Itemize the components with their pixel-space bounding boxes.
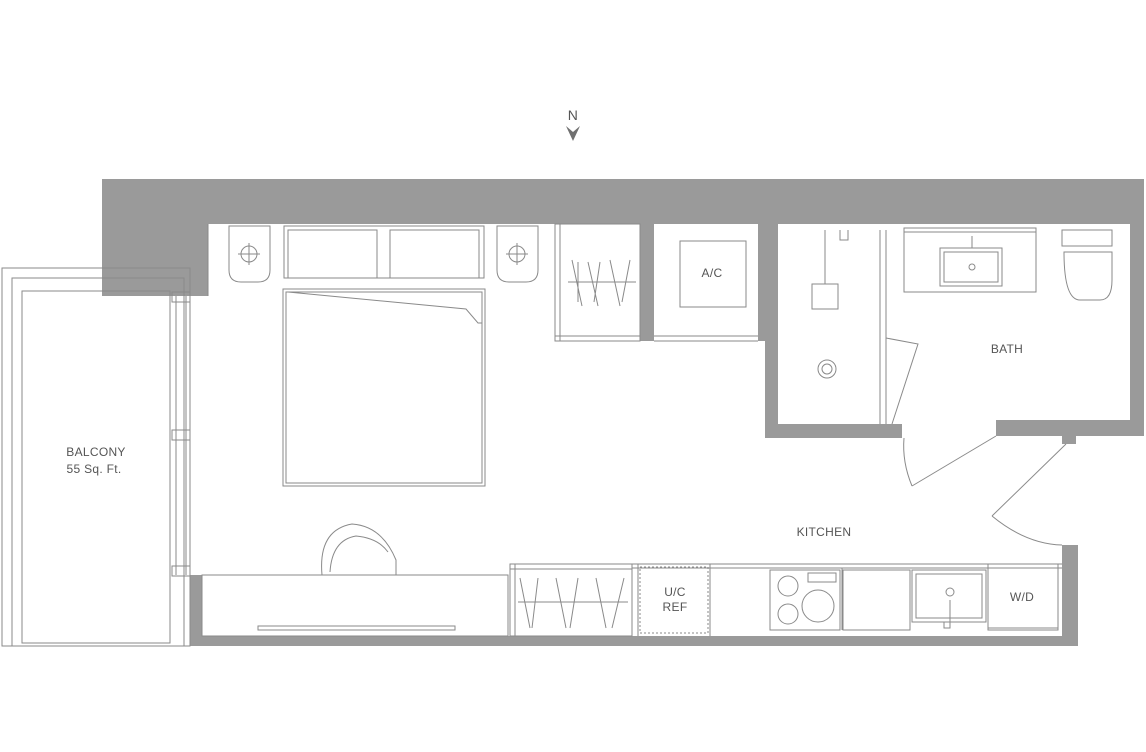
lamp-icon bbox=[238, 243, 260, 265]
fridge-label-1: U/C bbox=[664, 585, 686, 599]
ac-label: A/C bbox=[702, 266, 723, 280]
washer-dryer-label: W/D bbox=[1010, 590, 1034, 604]
desk bbox=[201, 523, 509, 637]
cooktop-icon bbox=[769, 569, 841, 631]
nightstand-left bbox=[228, 225, 271, 283]
sink-icon bbox=[939, 236, 1003, 287]
bed bbox=[282, 225, 486, 487]
toilet-icon bbox=[1061, 229, 1113, 301]
chair-icon bbox=[321, 523, 397, 576]
shower bbox=[811, 230, 919, 425]
entry-door bbox=[991, 443, 1067, 546]
kitchen-label: KITCHEN bbox=[797, 525, 852, 539]
sink-icon bbox=[911, 569, 987, 629]
fridge-label-2: REF bbox=[663, 600, 688, 614]
north-arrow-icon bbox=[566, 126, 580, 141]
ac-closet: A/C bbox=[654, 240, 758, 342]
balcony-label: BALCONY bbox=[66, 445, 125, 459]
undercounter-fridge bbox=[639, 566, 709, 634]
north-arrow: N bbox=[566, 107, 580, 141]
nightstand-right bbox=[496, 225, 539, 283]
closet-hanger-icon bbox=[568, 259, 636, 307]
walls bbox=[102, 179, 1144, 646]
kitchen: U/C REF W/D KITCHEN bbox=[631, 525, 1062, 636]
bath-label: BATH bbox=[991, 342, 1023, 356]
shower-drain-icon bbox=[817, 359, 837, 379]
lamp-icon bbox=[506, 243, 528, 265]
balcony-area: 55 Sq. Ft. bbox=[66, 462, 121, 476]
balcony: BALCONY 55 Sq. Ft. bbox=[1, 267, 191, 647]
closet-hanger-icon bbox=[518, 577, 628, 629]
north-label: N bbox=[568, 107, 578, 123]
closet-south bbox=[509, 563, 633, 637]
bathroom: BATH bbox=[903, 227, 1113, 487]
closet-north bbox=[554, 223, 641, 342]
